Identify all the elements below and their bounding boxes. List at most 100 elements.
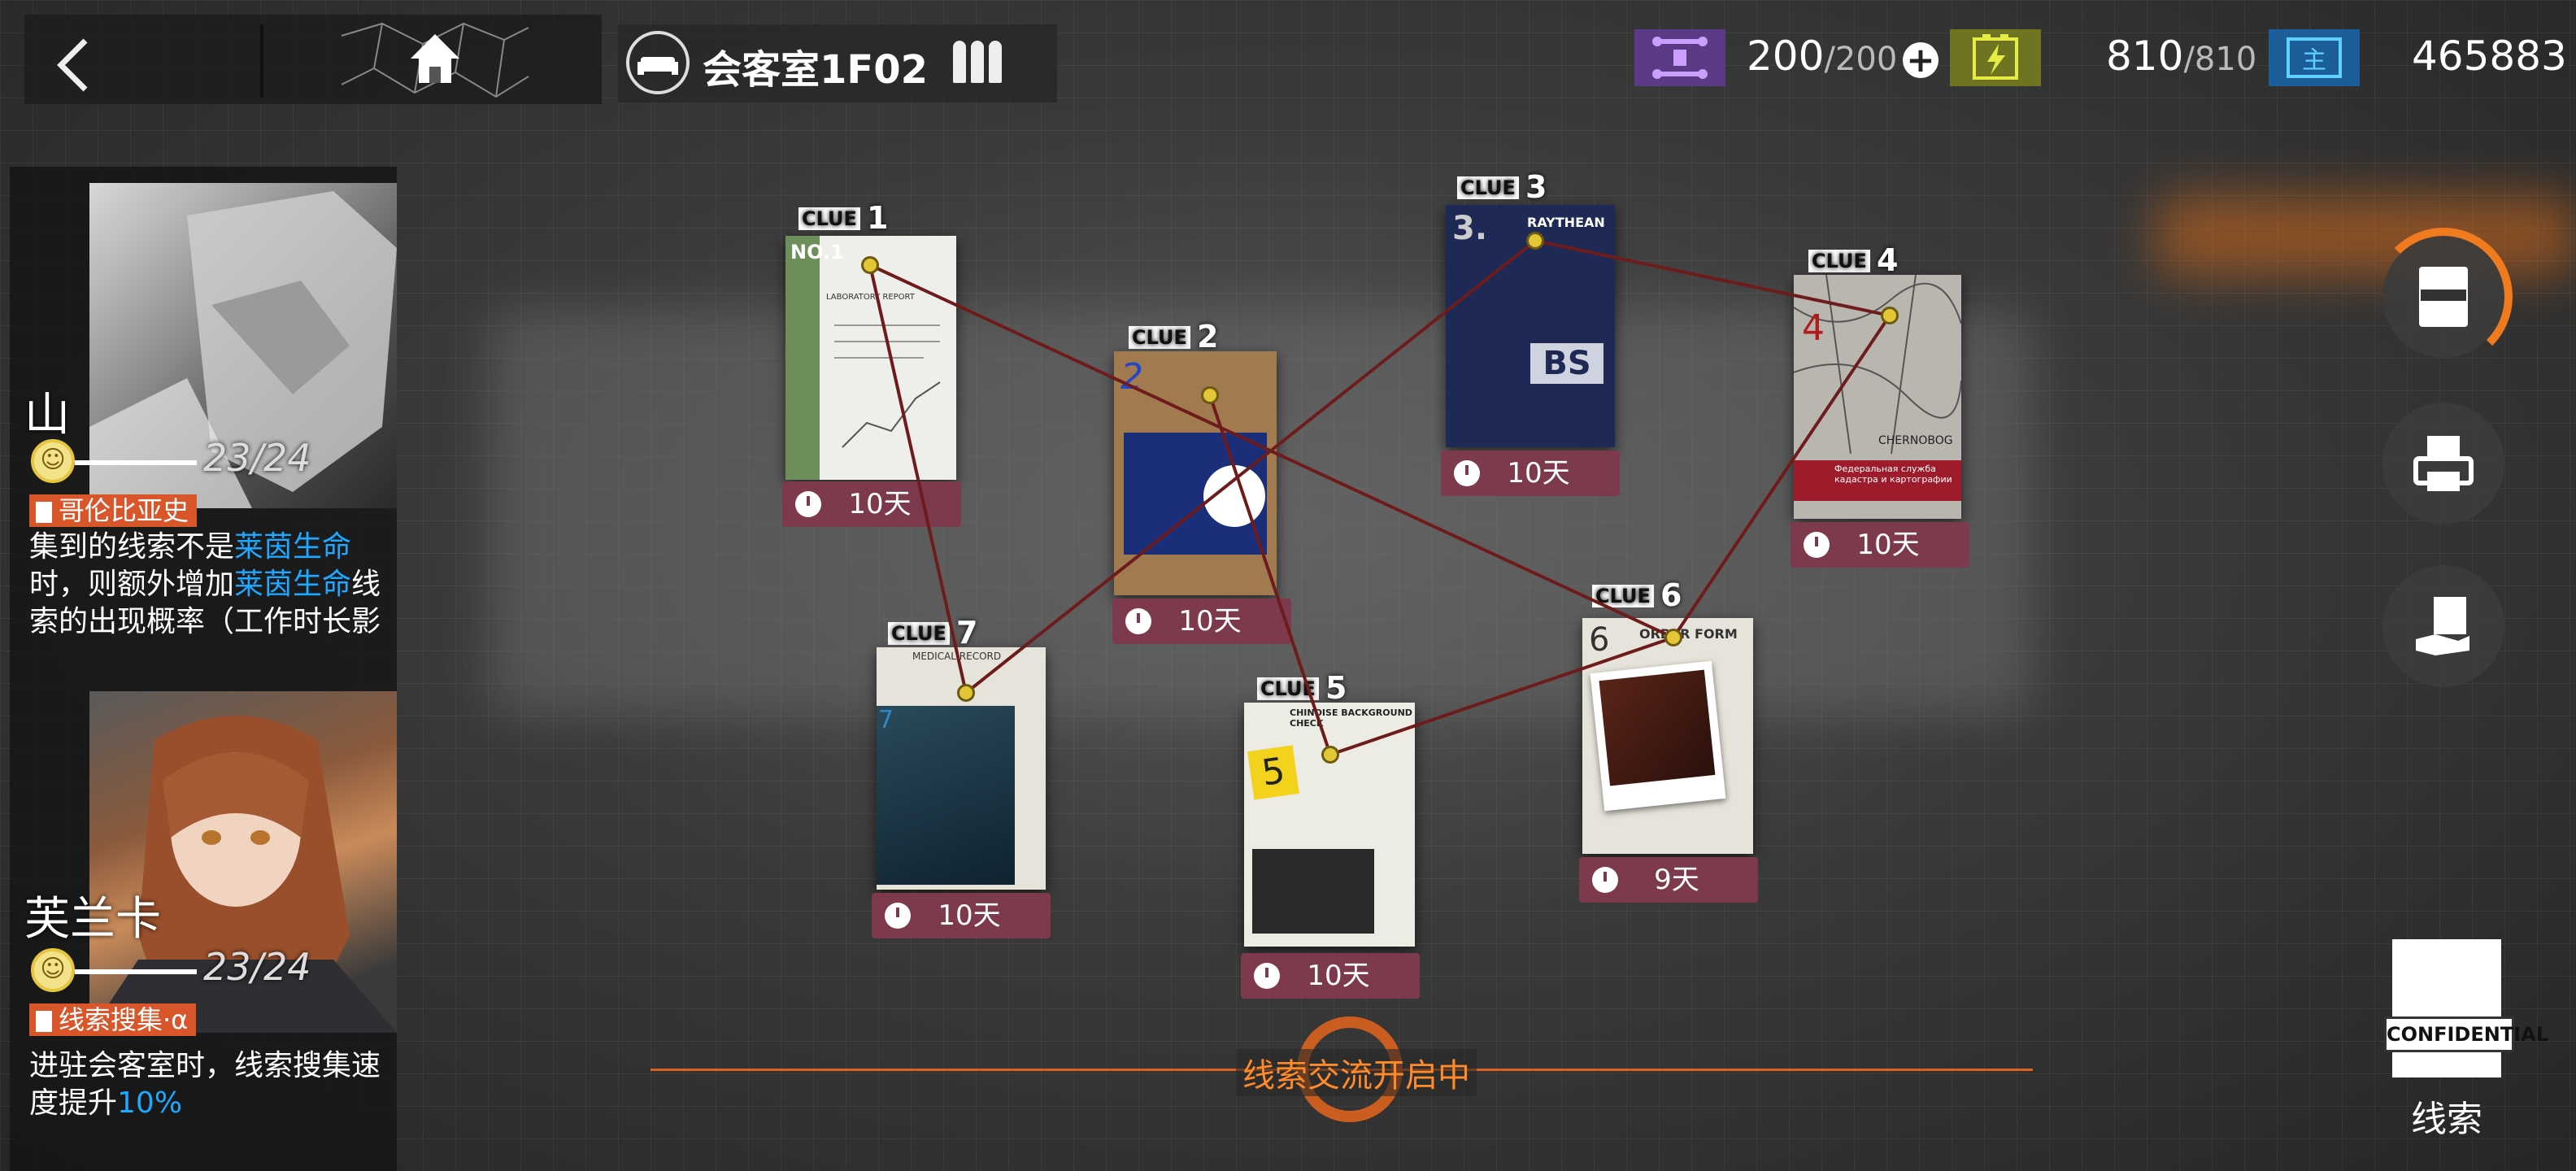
morale-smile-icon: ☺ — [31, 948, 75, 992]
drone-icon — [1634, 29, 1725, 86]
clock-icon — [1804, 532, 1830, 558]
give-clue-button[interactable] — [2382, 565, 2504, 687]
battery-count: 810/810 — [2106, 33, 2256, 80]
timer-text: 10天 — [1856, 529, 1920, 561]
clock-icon — [1592, 867, 1618, 893]
clues-button-label[interactable]: 线索 — [2411, 1099, 2482, 1140]
drone-count: 200/200 — [1747, 33, 1897, 80]
card-logo: BS — [1530, 343, 1603, 384]
morale-smile-icon: ☺ — [31, 439, 75, 483]
level-bars-icon — [953, 41, 1007, 86]
clue-card-4[interactable]: 4 CHERNOBOG Федеральная служба кадастра … — [1794, 275, 1961, 519]
skill-text: 集到的线索不是 — [29, 530, 235, 564]
document-icon — [36, 502, 52, 523]
pin-7 — [957, 684, 975, 702]
morale-bar-2 — [75, 969, 197, 974]
lab-chart-icon — [834, 324, 941, 448]
skill-description-2: 进驻会客室时，线索搜集速度提升10% — [29, 1047, 387, 1122]
skill-highlight: 10% — [117, 1086, 183, 1120]
operator-name-1: 山 — [24, 389, 70, 442]
battery-max: /810 — [2183, 41, 2257, 78]
room-name: 会客室1F02 — [703, 47, 928, 93]
operator-portrait-1[interactable] — [89, 183, 397, 508]
timer-text: 10天 — [1307, 960, 1370, 992]
skill-badge-1: 哥伦比亚史 — [29, 494, 198, 527]
back-button[interactable] — [49, 33, 98, 98]
confidential-band: CONFIDENTIAL — [2384, 1016, 2548, 1052]
timer-text: 10天 — [1507, 457, 1570, 490]
chevron-left-icon — [57, 38, 88, 92]
clue-number: 6 — [1660, 577, 1682, 613]
print-button[interactable] — [2382, 403, 2504, 525]
clue-tag: CLUE — [1129, 326, 1190, 349]
blurred-orange-panel — [2155, 195, 2576, 276]
card-title: RAYTHEAN — [1527, 215, 1605, 230]
card-title: CHINOISE BACKGROUND CHECK — [1290, 707, 1412, 729]
card-title: ORDER FORM — [1639, 626, 1738, 642]
operator-morale-2: 23/24 — [203, 945, 311, 989]
skill-text: 时，则额外增加 — [29, 568, 235, 601]
skill-name-2: 线索搜集·α — [59, 1004, 189, 1035]
clue-exchange-status[interactable]: 线索交流开启中 — [1236, 1049, 1477, 1096]
clue-timer-4: 10天 — [1791, 522, 1969, 568]
clue-number: 3 — [1525, 169, 1547, 205]
pin-5 — [1321, 746, 1339, 764]
clue-card-7[interactable]: MEDICAL RECORD 7 — [877, 647, 1046, 890]
skill-text: 线索的出现概率（工作时长影响概率） — [29, 568, 381, 638]
document-icon — [36, 1011, 52, 1032]
timer-text: 9天 — [1654, 864, 1699, 896]
ticket-icon: 主 — [2269, 29, 2360, 86]
morale-bar-1 — [75, 460, 197, 465]
clue-timer-3: 10天 — [1441, 451, 1620, 496]
hand-document-icon — [2416, 597, 2469, 655]
battery-icon — [1950, 29, 2041, 86]
skill-text: 进驻会客室时，线索搜集速度提升 — [29, 1049, 381, 1120]
pin-6 — [1664, 629, 1682, 646]
operator-morale-1: 23/24 — [203, 436, 311, 480]
home-icon — [341, 22, 529, 98]
clue-tag: CLUE — [798, 207, 860, 230]
pin-1 — [861, 256, 879, 274]
clock-icon — [795, 491, 821, 517]
pin-4 — [1881, 307, 1899, 324]
timer-text: 10天 — [1178, 605, 1242, 638]
skill-badge-2: 线索搜集·α — [29, 1003, 197, 1036]
clock-icon — [885, 903, 911, 929]
printer-icon — [2413, 436, 2474, 491]
clue-label-1: CLUE 1 — [798, 200, 888, 236]
add-drone-button[interactable]: + — [1903, 42, 1939, 78]
clue-label-4: CLUE 4 — [1808, 242, 1898, 278]
clue-number: 5 — [1325, 670, 1347, 706]
clue-card-1[interactable]: NO.1 LABORATORY REPORT — [785, 236, 956, 480]
timer-text: 10天 — [938, 899, 1001, 932]
card-title: CHERNOBOG — [1878, 434, 1953, 447]
home-button[interactable] — [333, 20, 537, 101]
clue-card-5[interactable]: CHINOISE BACKGROUND CHECK 5 — [1244, 703, 1415, 947]
card-title: LABORATORY REPORT — [826, 293, 915, 302]
sofa-icon — [626, 31, 690, 94]
operator-portrait-2[interactable] — [89, 691, 397, 1033]
room-title-bar — [618, 24, 1057, 102]
skill-highlight: 莱茵生命 — [234, 568, 352, 601]
clue-timer-5: 10天 — [1241, 953, 1420, 999]
progress-ring — [2374, 228, 2513, 366]
clue-number: 7 — [955, 615, 978, 651]
clue-tag: CLUE — [1808, 250, 1870, 272]
clue-card-3[interactable]: 3. RAYTHEAN BS — [1446, 205, 1615, 447]
clue-number: 4 — [1876, 242, 1899, 278]
clock-icon — [1125, 608, 1151, 634]
drone-value: 200 — [1747, 33, 1825, 80]
clues-document-icon[interactable] — [2392, 939, 2501, 1077]
card-number: NO.1 — [790, 241, 844, 263]
operator-name-2: 芙兰卡 — [24, 893, 161, 946]
clock-icon — [1254, 963, 1280, 989]
svg-text:主: 主 — [2302, 46, 2326, 75]
skill-name-1: 哥伦比亚史 — [59, 495, 189, 526]
clue-number: 1 — [866, 200, 889, 236]
clue-timer-6: 9天 — [1579, 857, 1758, 903]
skill-description-1: 集到的线索不是莱茵生命时，则额外增加莱茵生命线索的出现概率（工作时长影响概率） — [29, 529, 387, 642]
